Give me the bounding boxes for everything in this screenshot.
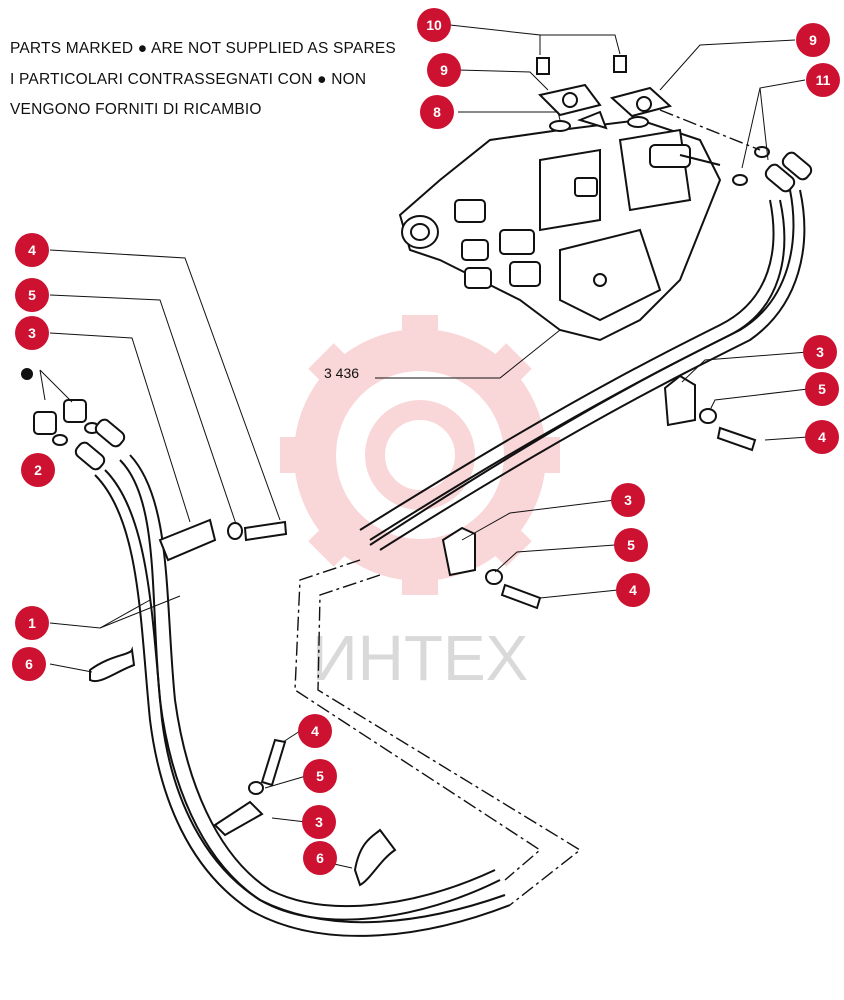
callout-badge-3[interactable]: 3: [15, 316, 49, 350]
callout-number: 11: [816, 72, 831, 88]
callout-circle: [805, 420, 839, 454]
callout-number: 2: [34, 462, 42, 478]
callout-badge-3[interactable]: 3: [611, 483, 645, 517]
callout-badge-9[interactable]: 9: [427, 53, 461, 87]
callout-number: 8: [433, 104, 441, 120]
callout-circle: [303, 759, 337, 793]
callout-number: 5: [627, 537, 635, 553]
callout-number: 4: [818, 429, 826, 445]
callout-badge-4[interactable]: 4: [805, 420, 839, 454]
callout-circle: [15, 606, 49, 640]
callout-badge-5[interactable]: 5: [805, 372, 839, 406]
callout-circle: [803, 335, 837, 369]
callout-badge-6[interactable]: 6: [303, 841, 337, 875]
watermark-logo: [280, 315, 560, 595]
callout-badge-4[interactable]: 4: [616, 573, 650, 607]
watermark-text: ИНТЕХ: [312, 622, 529, 694]
leader-lines: [39, 24, 809, 869]
hydraulic-hoses: [359, 146, 813, 551]
callout-number: 4: [311, 723, 319, 739]
callout-badge-5[interactable]: 5: [15, 278, 49, 312]
callout-number: 3: [624, 492, 632, 508]
callout-number: 3: [315, 814, 323, 830]
callout-circle: [15, 233, 49, 267]
callout-circle: [616, 573, 650, 607]
callout-badge-3[interactable]: 3: [803, 335, 837, 369]
callout-circle: [614, 528, 648, 562]
callout-number: 5: [28, 287, 36, 303]
callout-badge-11[interactable]: 11: [806, 63, 840, 97]
callout-badge-5[interactable]: 5: [614, 528, 648, 562]
callout-number: 1: [28, 615, 36, 631]
filled-dot-icon: [21, 368, 33, 380]
callout-badge-2[interactable]: 2: [21, 453, 55, 487]
callout-circle: [303, 841, 337, 875]
callout-circle: [805, 372, 839, 406]
callout-circle: [302, 805, 336, 839]
callout-badge-8[interactable]: 8: [420, 95, 454, 129]
callout-number: 3: [816, 344, 824, 360]
callout-circle: [611, 483, 645, 517]
callout-circle: [15, 278, 49, 312]
callout-number: 6: [25, 656, 33, 672]
callout-layer: 10 9 9 8 11 4 5 3 2 3 5 4 3 5 4 1 6 4 5 3 6: [12, 8, 840, 875]
note-line-italian-1: I PARTICOLARI CONTRASSEGNATI CON ● NON: [10, 71, 367, 88]
callout-badge-6[interactable]: 6: [12, 647, 46, 681]
note-line-italian-2: VENGONO FORNITI DI RICAMBIO: [10, 101, 262, 118]
callout-badge-5[interactable]: 5: [303, 759, 337, 793]
callout-badge-1[interactable]: 1: [15, 606, 49, 640]
callout-number: 9: [809, 32, 817, 48]
callout-circle: [21, 453, 55, 487]
callout-badge-4[interactable]: 4: [298, 714, 332, 748]
hose-clamps: [89, 374, 757, 887]
callout-number: 6: [316, 850, 324, 866]
callout-circle: [12, 647, 46, 681]
callout-circle: [427, 53, 461, 87]
callout-number: 10: [426, 17, 442, 33]
callout-circle: [806, 63, 840, 97]
callout-badge-9[interactable]: 9: [796, 23, 830, 57]
callout-circle: [420, 95, 454, 129]
callout-circle: [298, 714, 332, 748]
callout-circle: [796, 23, 830, 57]
control-valve-assembly: [398, 55, 722, 342]
callout-circle: [15, 316, 49, 350]
callout-badge-10[interactable]: 10: [417, 8, 451, 42]
callout-number: 3: [28, 325, 36, 341]
note-line-english: PARTS MARKED ● ARE NOT SUPPLIED AS SPARE…: [10, 40, 396, 57]
callout-badge-3[interactable]: 3: [302, 805, 336, 839]
left-fittings: [33, 399, 126, 471]
reference-number: 3 436: [324, 365, 359, 381]
callout-circle: [417, 8, 451, 42]
callout-number: 9: [440, 62, 448, 78]
centerline-paths: [294, 109, 761, 906]
callout-number: 5: [818, 381, 826, 397]
callout-number: 4: [629, 582, 637, 598]
callout-number: 4: [28, 242, 36, 258]
callout-number: 5: [316, 768, 324, 784]
callout-badge-4[interactable]: 4: [15, 233, 49, 267]
